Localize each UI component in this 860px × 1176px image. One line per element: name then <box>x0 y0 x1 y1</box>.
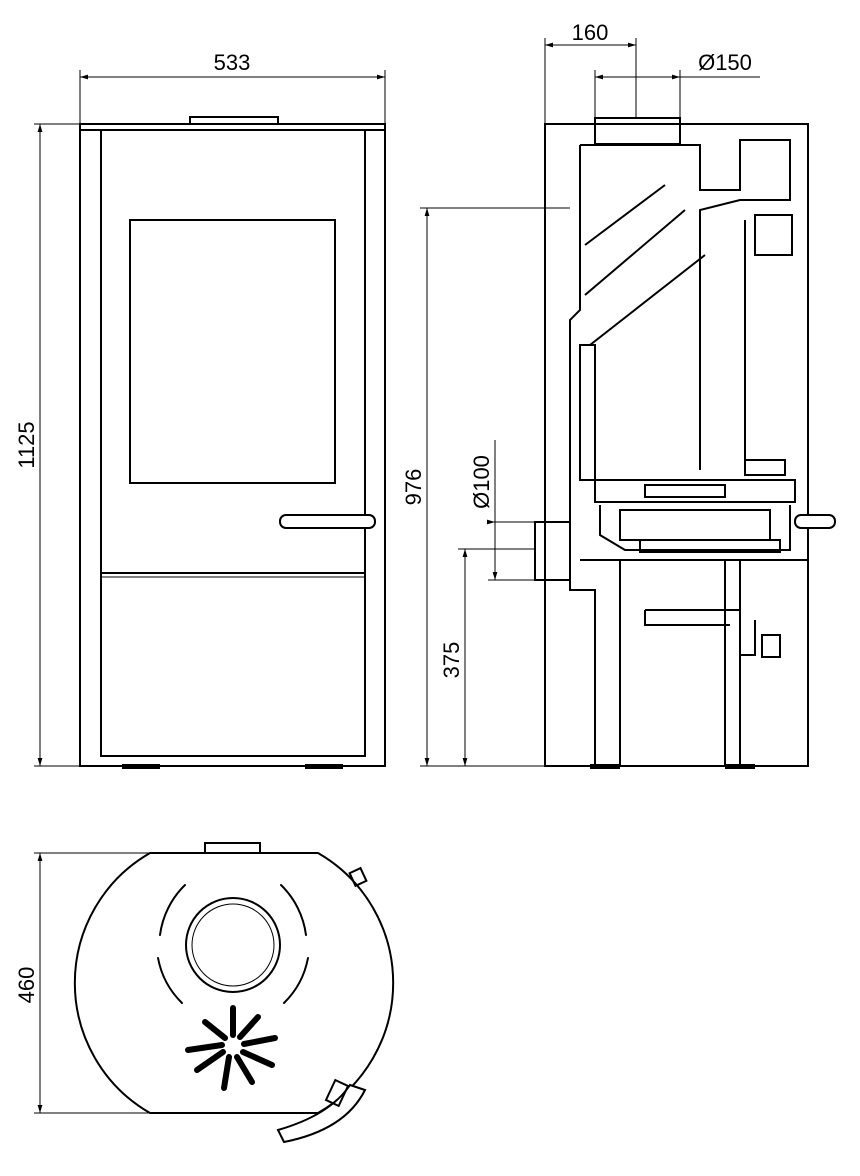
air-inlet-diameter-dimension: Ø100 <box>469 440 535 581</box>
flue-height-dimension: 976 <box>401 207 570 767</box>
door-handle <box>279 514 376 529</box>
front-view <box>79 116 386 769</box>
top-depth-dimension: 460 <box>14 852 150 1114</box>
air-inlet-height-dimension: 375 <box>439 548 505 766</box>
depth-label: 460 <box>14 967 39 1004</box>
front-height-dimension: 1125 <box>14 123 80 767</box>
flue-offset-label: 160 <box>572 20 609 45</box>
width-label: 533 <box>214 50 251 75</box>
flue-height-label: 976 <box>401 469 426 506</box>
air-inlet-height-label: 375 <box>439 642 464 679</box>
flue-diameter-label: Ø150 <box>698 50 752 75</box>
top-view <box>73 842 395 1144</box>
flue-offset-dimension: 160 <box>544 20 637 124</box>
air-inlet-diameter-label: Ø100 <box>469 455 494 509</box>
air-vent-star <box>185 1005 278 1091</box>
flue-diameter-dimension: Ø150 <box>594 50 760 118</box>
front-width-dimension: 533 <box>79 50 386 124</box>
side-section-view <box>534 117 836 769</box>
glass-window <box>129 219 336 484</box>
height-label: 1125 <box>14 421 39 468</box>
